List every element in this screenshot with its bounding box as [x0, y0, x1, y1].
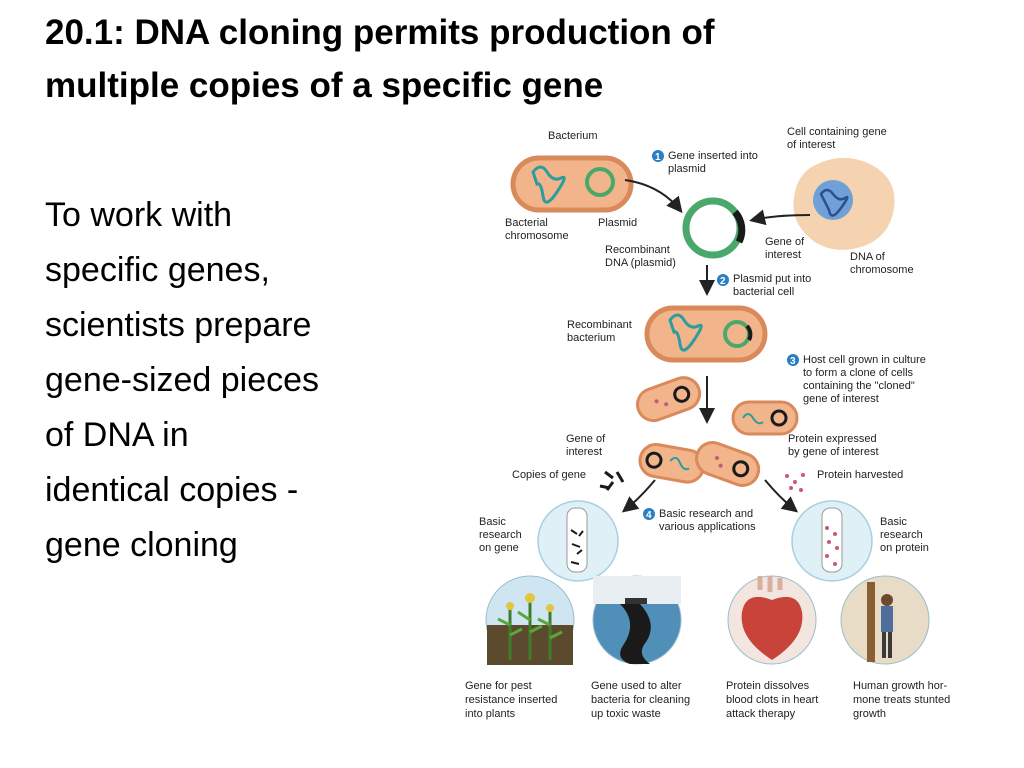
growth-hormone-image	[840, 575, 930, 665]
caption-toxic-waste-1: Gene used to alter	[591, 680, 682, 692]
label-recombinant-dna-1: Recombinant	[605, 244, 670, 256]
gene-copies-icon	[599, 470, 625, 491]
protein-research-circle	[791, 500, 873, 582]
label-basic-research-protein-3: on protein	[880, 542, 929, 554]
label-step-2-1: Plasmid put into	[733, 273, 811, 285]
label-cell-gene-1: Cell containing gene	[787, 126, 887, 138]
step-3-number: 3	[790, 356, 796, 367]
donor-cell-icon	[793, 157, 895, 250]
label-gene-of-interest-clone-1: Gene of	[566, 433, 606, 445]
step-4-number: 4	[646, 510, 652, 521]
label-gene-of-interest-1: Gene of	[765, 236, 805, 248]
label-bacterial-chromosome-2: chromosome	[505, 230, 569, 242]
caption-growth-hormone-1: Human growth hor-	[853, 680, 947, 692]
label-dna-of-chromosome-1: DNA of	[850, 251, 886, 263]
caption-heart-therapy-3: attack therapy	[726, 708, 796, 720]
label-step-3-4: gene of interest	[803, 393, 879, 405]
caption-heart-therapy-2: blood clots in heart	[726, 694, 818, 706]
caption-pest-resistance-1: Gene for pest	[465, 680, 532, 692]
bacterium-icon	[510, 155, 634, 213]
dna-cloning-diagram: Bacterium Bacterial chromosome Plasmid C…	[465, 126, 950, 720]
label-protein-expressed-1: Protein expressed	[788, 433, 877, 445]
label-copies-of-gene: Copies of gene	[512, 469, 586, 481]
label-step-1-1: Gene inserted into	[668, 150, 758, 162]
caption-pest-resistance-3: into plants	[465, 708, 516, 720]
toxic-waste-cleanup-image	[592, 575, 682, 665]
label-step-4-2: various applications	[659, 521, 756, 533]
label-basic-research-gene-3: on gene	[479, 542, 519, 554]
label-step-4-1: Basic research and	[659, 508, 753, 520]
label-protein-harvested: Protein harvested	[817, 469, 903, 481]
pest-resistant-plants-image	[485, 575, 575, 665]
caption-growth-hormone-3: growth	[853, 708, 886, 720]
slide-title: 20.1: DNA cloning permits production of …	[45, 13, 715, 105]
label-protein-expressed-2: by gene of interest	[788, 446, 879, 458]
step-4-badge	[643, 508, 655, 520]
caption-growth-hormone-2: mone treats stunted	[853, 694, 950, 706]
label-gene-of-interest-2: interest	[765, 249, 801, 261]
label-bacterial-chromosome-1: Bacterial	[505, 217, 548, 229]
recombinant-bacterium-icon	[644, 305, 768, 363]
label-step-3-1: Host cell grown in culture	[803, 354, 926, 366]
label-recombinant-bacterium-2: bacterium	[567, 332, 615, 344]
label-bacterium: Bacterium	[548, 130, 598, 142]
label-recombinant-dna-2: DNA (plasmid)	[605, 257, 676, 269]
harvested-protein-dots	[785, 473, 805, 492]
slide-body-text: To work with specific genes, scientists …	[45, 196, 320, 564]
step-3-badge	[787, 354, 799, 366]
recombinant-plasmid-icon	[682, 197, 746, 259]
caption-toxic-waste-3: up toxic waste	[591, 708, 661, 720]
step-1-number: 1	[655, 152, 661, 163]
label-cell-gene-2: of interest	[787, 139, 835, 151]
step-2-number: 2	[720, 276, 726, 287]
cloned-bacteria-group	[636, 376, 799, 487]
label-gene-of-interest-clone-2: interest	[566, 446, 602, 458]
label-basic-research-protein-1: Basic	[880, 516, 907, 528]
label-step-2-2: bacterial cell	[733, 286, 794, 298]
label-dna-of-chromosome-2: chromosome	[850, 264, 914, 276]
step-1-badge	[652, 150, 664, 162]
step-2-badge	[717, 274, 729, 286]
label-step-3-2: to form a clone of cells	[803, 367, 914, 379]
label-step-3-3: containing the "cloned"	[803, 380, 915, 392]
caption-heart-therapy-1: Protein dissolves	[726, 680, 810, 692]
gene-research-circle	[537, 500, 619, 582]
label-plasmid: Plasmid	[598, 217, 637, 229]
label-basic-research-protein-2: research	[880, 529, 923, 541]
heart-therapy-image	[727, 575, 817, 665]
label-basic-research-gene-2: research	[479, 529, 522, 541]
label-step-1-2: plasmid	[668, 163, 706, 175]
caption-pest-resistance-2: resistance inserted	[465, 694, 557, 706]
caption-toxic-waste-2: bacteria for cleaning	[591, 694, 690, 706]
label-basic-research-gene-1: Basic	[479, 516, 506, 528]
label-recombinant-bacterium-1: Recombinant	[567, 319, 632, 331]
